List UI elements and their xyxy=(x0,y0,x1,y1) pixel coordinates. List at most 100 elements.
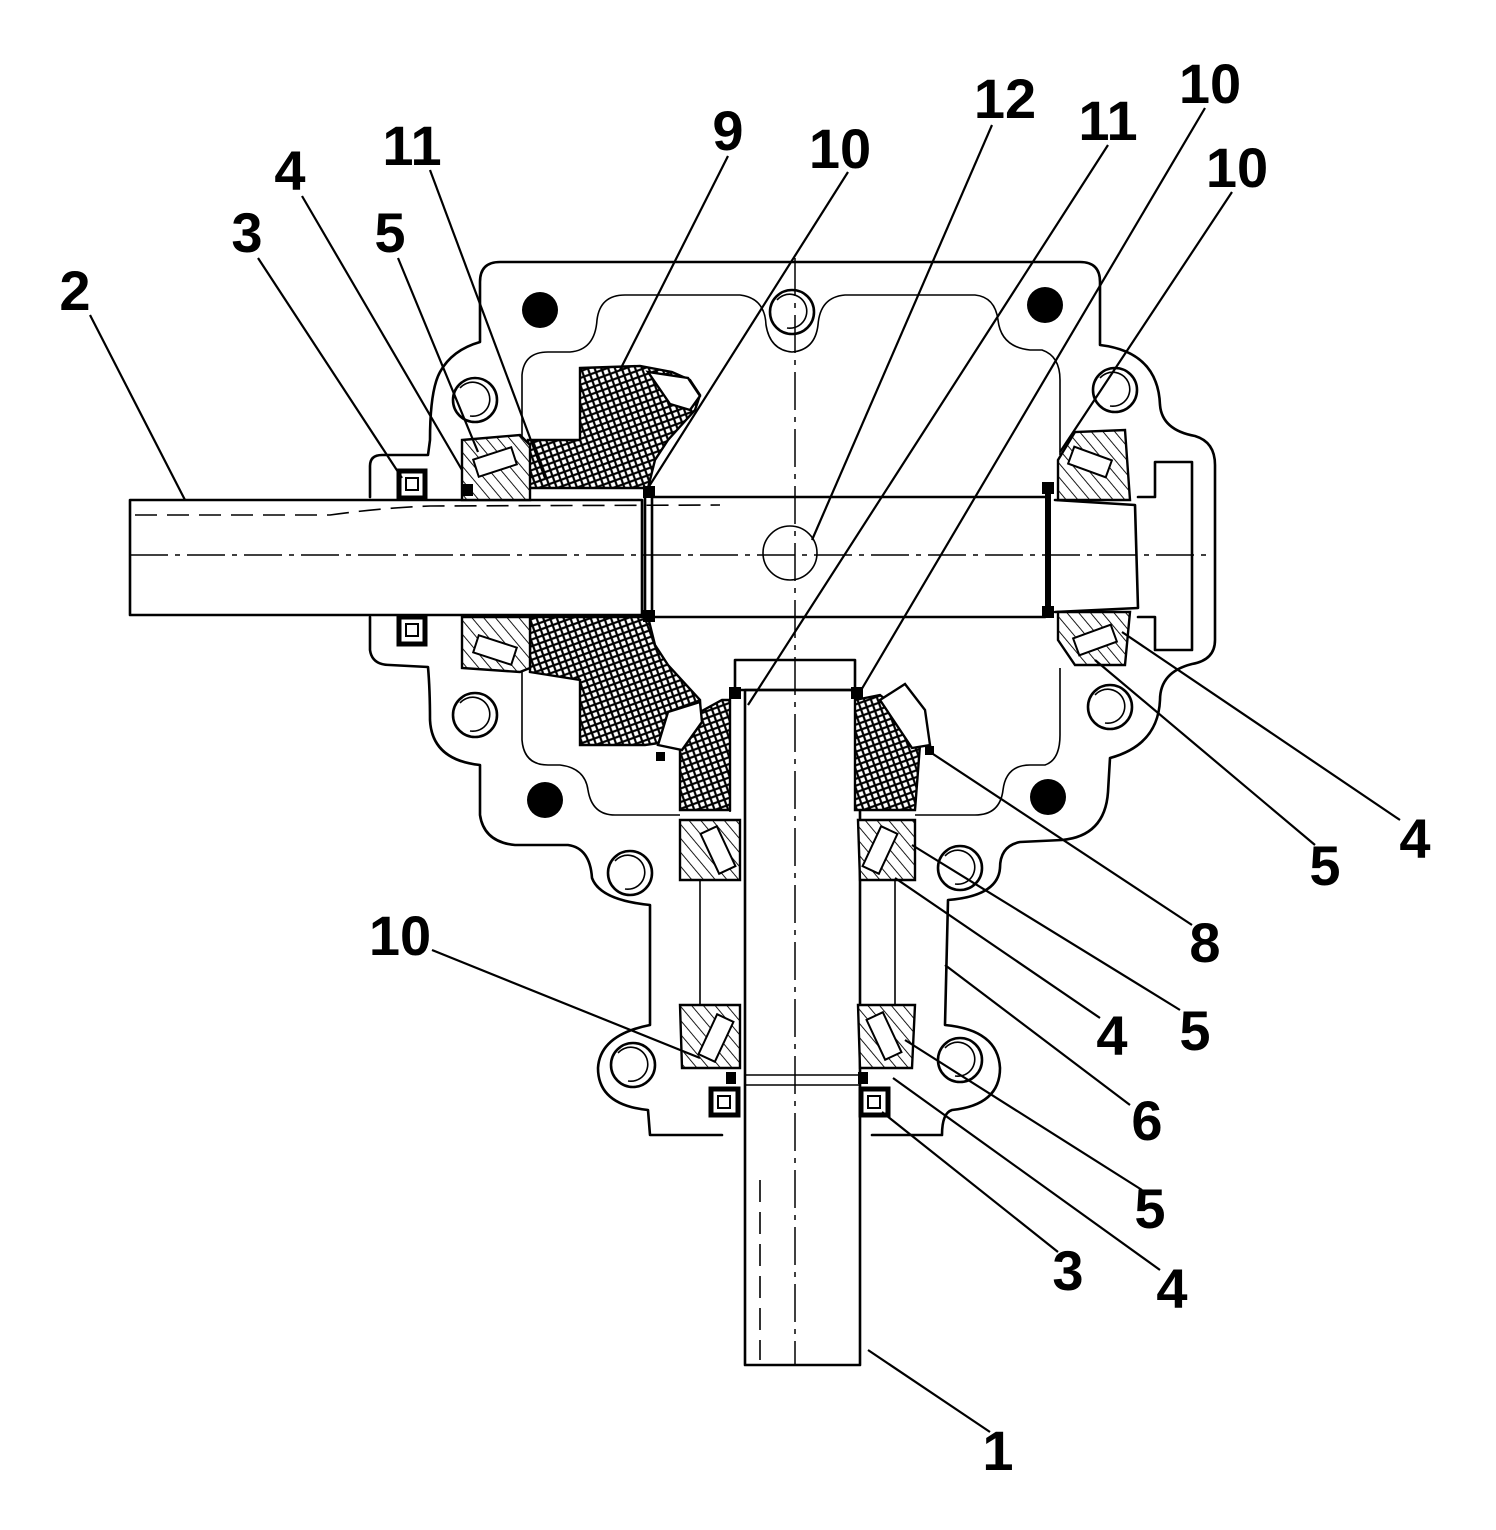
input-shaft-hidden-line xyxy=(135,504,721,516)
callout-label-axis-point: 12 xyxy=(974,67,1036,130)
leader-line xyxy=(257,257,403,479)
callout-label-housing: 6 xyxy=(1131,1089,1162,1152)
housing-outline-upper xyxy=(368,260,1217,1137)
bearing-output-upper-left xyxy=(678,818,742,882)
bevel-gear-tooth xyxy=(645,370,702,412)
bevel-gear-upper xyxy=(526,364,702,490)
end-cover xyxy=(1136,460,1194,652)
retaining-ring xyxy=(643,610,655,622)
threaded-hole xyxy=(451,691,499,739)
bearing-input-left-bottom xyxy=(460,615,532,674)
housing-inner-cavity-bottom xyxy=(521,668,1061,816)
leader-line xyxy=(428,169,547,479)
leader-line xyxy=(619,155,729,371)
callout-label-input-shaft: 2 xyxy=(59,259,90,322)
bearing-output-upper-right xyxy=(856,818,917,882)
callout-label-pinion-gear: 8 xyxy=(1189,911,1220,974)
input-shaft-body xyxy=(128,498,644,617)
input-shaft-inner-section xyxy=(643,488,1047,619)
callout-label-ring-top-right: 10 xyxy=(1179,52,1241,115)
leader-line xyxy=(810,124,994,541)
leader-line xyxy=(881,1111,1059,1253)
retaining-ring xyxy=(1042,606,1054,618)
bearing-input-right-bottom xyxy=(1056,610,1132,667)
leader-line xyxy=(894,877,1101,1019)
retaining-ring xyxy=(858,1072,868,1084)
leader-line xyxy=(89,314,186,501)
leader-lines xyxy=(89,107,1401,1433)
leader-line xyxy=(892,1077,1161,1271)
leader-line xyxy=(944,964,1131,1106)
bolt-hole-filled xyxy=(522,292,558,328)
leader-line xyxy=(396,257,480,453)
callout-label-bearing-cone-left: 4 xyxy=(274,139,305,202)
leader-line xyxy=(1094,659,1316,846)
callout-label-key-right: 11 xyxy=(1078,89,1137,152)
bearing-output-lower-left xyxy=(678,1003,742,1070)
housing-inner-cavity-top xyxy=(521,294,1061,455)
bearings xyxy=(460,428,1132,1070)
bearing-input-right-top xyxy=(1056,428,1132,502)
seal-input-top xyxy=(396,468,428,501)
pinion-tooth-right xyxy=(878,682,932,750)
bearing-output-lower-right xyxy=(856,1003,917,1070)
threaded-hole xyxy=(936,844,984,892)
gearbox-housing xyxy=(368,260,1217,1137)
seal-input-bottom xyxy=(396,614,428,647)
callout-label-seal-left: 3 xyxy=(231,201,262,264)
input-shaft-tapered-end xyxy=(1053,498,1140,614)
bolt-holes xyxy=(451,287,1139,1089)
leader-line xyxy=(911,844,1181,1011)
input-shaft xyxy=(128,488,1140,619)
callout-labels: 2 3 4 5 11 9 10 12 11 10 10 4 5 8 10 5 4… xyxy=(59,52,1430,1482)
threaded-hole xyxy=(609,1041,657,1089)
leader-line xyxy=(1059,191,1233,453)
threaded-hole xyxy=(1086,683,1134,731)
retaining-ring xyxy=(925,746,934,755)
leader-line xyxy=(431,948,701,1060)
bolt-hole-filled xyxy=(527,782,563,818)
leader-line xyxy=(867,1349,991,1433)
leader-line xyxy=(929,751,1193,926)
retaining-ring xyxy=(643,486,655,498)
center-lines xyxy=(130,258,1210,1365)
retaining-ring xyxy=(726,1072,736,1084)
callout-label-bearing-cup-bottom: 5 xyxy=(1134,1177,1165,1240)
callout-label-seal-bottom: 3 xyxy=(1052,1239,1083,1302)
threaded-hole xyxy=(606,849,654,897)
leader-line xyxy=(859,107,1206,693)
callout-label-bevel-gear: 9 xyxy=(712,99,743,162)
callout-label-key-left: 11 xyxy=(382,114,441,177)
callout-label-bearing-cone-right: 4 xyxy=(1399,807,1430,870)
bolt-hole-filled xyxy=(1030,779,1066,815)
callout-label-bearing-cup-mid: 5 xyxy=(1179,999,1210,1062)
pinion-tooth-left xyxy=(656,700,704,752)
retaining-ring xyxy=(1042,482,1054,494)
leader-line xyxy=(301,195,463,471)
seal-output-right xyxy=(858,1086,891,1118)
bearing-input-left-top xyxy=(460,433,532,502)
housing-outline-lower xyxy=(368,615,724,1137)
seal-output-left xyxy=(708,1086,741,1118)
callout-label-output-shaft: 1 xyxy=(982,1419,1013,1482)
bolt-hole-filled xyxy=(1027,287,1063,323)
threaded-hole xyxy=(768,288,816,336)
shaft-seals xyxy=(396,468,891,1118)
leader-line xyxy=(747,144,1109,706)
bevel-gears xyxy=(526,364,932,812)
leader-line xyxy=(1121,631,1401,821)
threaded-hole xyxy=(451,376,499,424)
callout-label-bearing-cup-left: 5 xyxy=(374,201,405,264)
leader-line xyxy=(647,171,849,489)
retaining-ring xyxy=(656,752,665,761)
callout-label-bearing-cone-bottom: 4 xyxy=(1156,1257,1187,1320)
callout-label-bearing-cone-mid: 4 xyxy=(1096,1004,1127,1067)
retaining-ring xyxy=(463,484,473,496)
callout-label-bearing-cup-right: 5 xyxy=(1309,834,1340,897)
leader-line xyxy=(904,1039,1143,1191)
callout-label-ring-bottom-left: 10 xyxy=(369,904,431,967)
axis-intersection-circle xyxy=(762,525,818,581)
callout-label-ring-right: 10 xyxy=(1206,136,1268,199)
callout-label-ring-top: 10 xyxy=(809,117,871,180)
